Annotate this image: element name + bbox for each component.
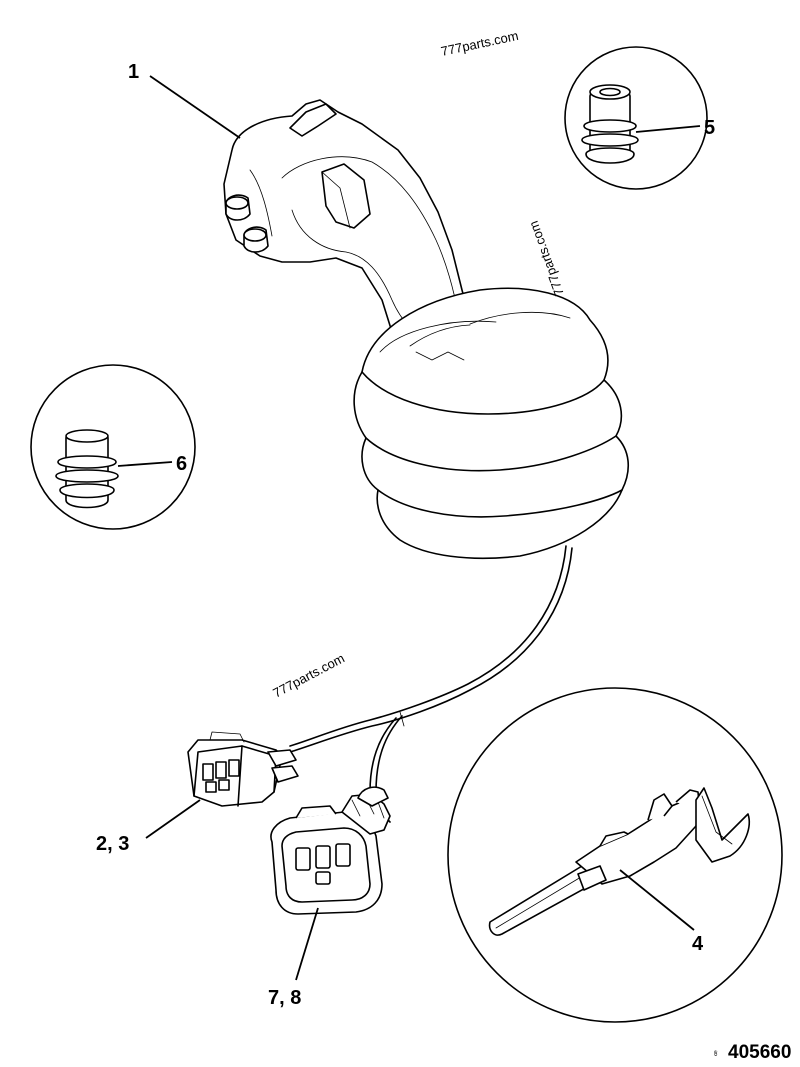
leader-1 — [149, 75, 241, 139]
callout-5: 5 — [704, 117, 715, 139]
detail-circle-seal-6 — [30, 364, 196, 530]
detail-circle-seal-5 — [564, 46, 708, 190]
watermark-top: 777parts.com — [440, 28, 520, 59]
joystick-handle — [223, 99, 471, 351]
connector-7-8 — [270, 786, 391, 915]
callout-1: 1 — [128, 61, 139, 83]
watermark-rotated: 777parts.com — [526, 219, 567, 298]
callout-6: 6 — [176, 453, 187, 475]
reference-prefix: ꟹ — [712, 1050, 722, 1056]
connector-2-3 — [187, 731, 299, 807]
callout-7-8: 7, 8 — [268, 987, 301, 1009]
reference-number: 405660 — [728, 1042, 791, 1063]
rubber-boot — [353, 287, 629, 560]
leader-7-8 — [295, 907, 319, 981]
detail-circle-terminal-4 — [447, 687, 783, 1023]
watermark-middle: 777parts.com — [270, 650, 347, 700]
leader-2-3 — [145, 799, 201, 839]
callout-2-3: 2, 3 — [96, 833, 129, 855]
callout-4: 4 — [692, 933, 704, 955]
